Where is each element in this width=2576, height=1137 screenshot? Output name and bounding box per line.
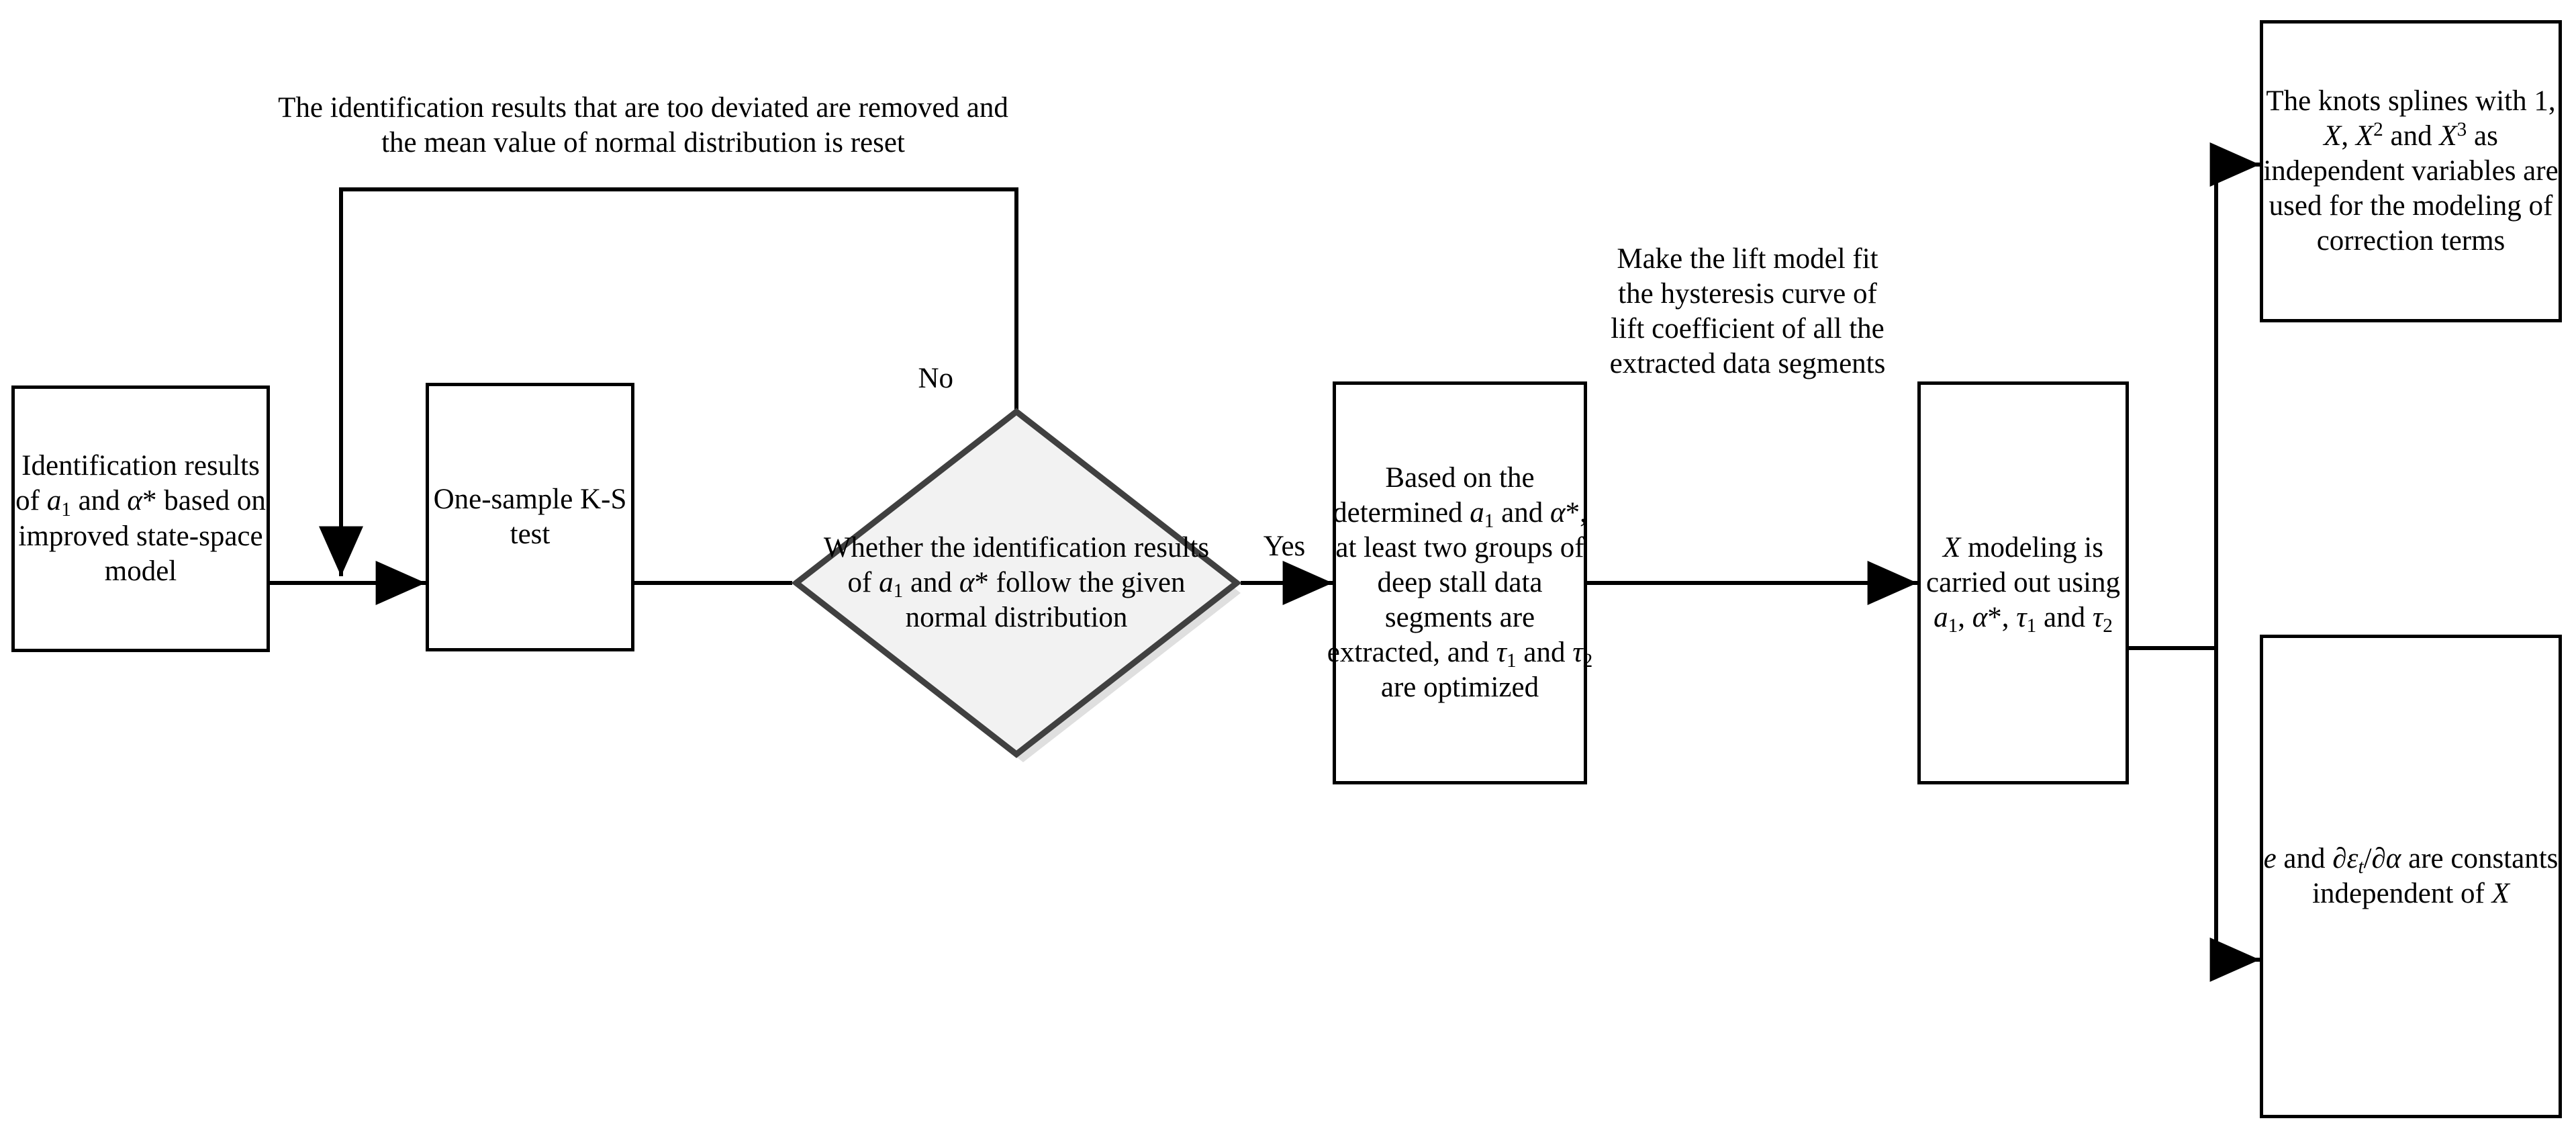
branch-label-no-text: No — [918, 363, 953, 394]
branch-label-yes-text: Yes — [1263, 531, 1306, 562]
x-modeling-text: X modeling is carried out using a1, α*, … — [1926, 531, 2120, 637]
constants-text: e and ∂εt/∂α are constants independent o… — [2263, 842, 2559, 909]
knots-splines-text: The knots splines with 1, X, X2 and X3 a… — [2263, 85, 2559, 257]
identification-results-text: Identification results of a1 and α* base… — [15, 450, 266, 587]
extract-segments-text: Based on the determined a1 and α*, at le… — [1327, 461, 1593, 704]
extract-segments-box[interactable]: Based on the determined a1 and α*, at le… — [1327, 381, 1592, 784]
constants-box[interactable]: e and ∂εt/∂α are constants independent o… — [2260, 635, 2562, 1118]
branch-label-no: No — [873, 363, 953, 394]
decision-shape — [791, 408, 1242, 758]
feedback-label: The identification results that are too … — [274, 91, 1012, 161]
lift-fit-label: Make the lift model fit the hysteresis c… — [1603, 242, 1892, 381]
knots-splines-box[interactable]: The knots splines with 1, X, X2 and X3 a… — [2260, 20, 2562, 322]
branch-label-yes: Yes — [1241, 531, 1328, 562]
feedback-label-text: The identification results that are too … — [278, 92, 1008, 159]
normality-decision[interactable]: Whether the identification results of a1… — [791, 408, 1242, 762]
lift-fit-label-text: Make the lift model fit the hysteresis c… — [1609, 243, 1886, 380]
ks-test-text: One-sample K-S test — [433, 483, 627, 550]
x-modeling-box[interactable]: X modeling is carried out using a1, α*, … — [1917, 381, 2129, 784]
identification-results-box[interactable]: Identification results of a1 and α* base… — [11, 385, 270, 652]
ks-test-box[interactable]: One-sample K-S test — [426, 383, 634, 651]
